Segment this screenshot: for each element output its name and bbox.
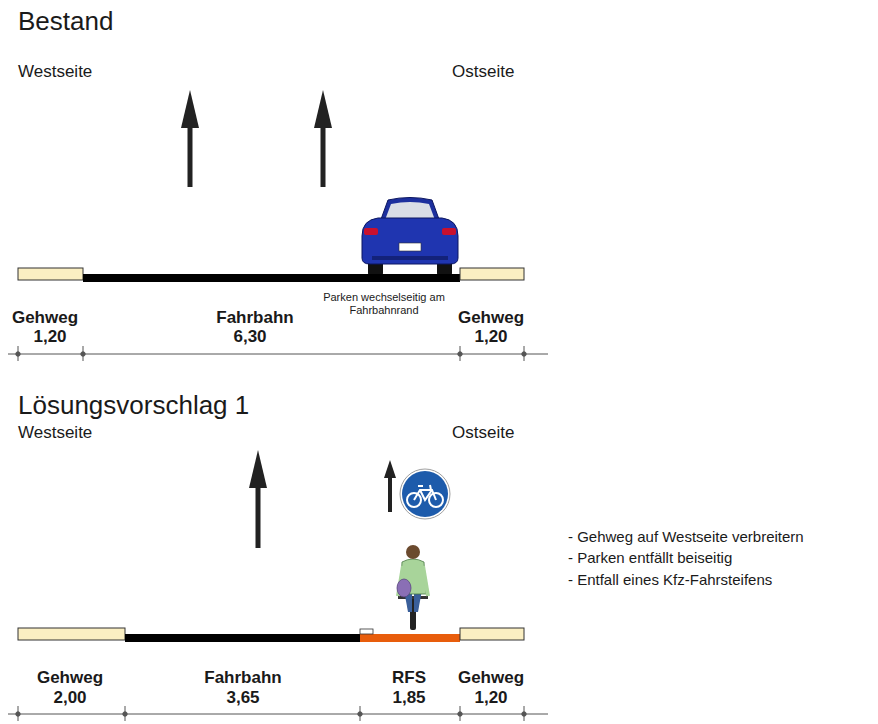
dimension-line-part <box>358 712 362 716</box>
zone-name: Gehweg <box>458 308 524 328</box>
measure-note: - Parken entfällt beiseitig <box>568 549 732 566</box>
zone-name: Gehweg <box>37 668 103 688</box>
traffic-arrow-part <box>321 126 326 187</box>
bicycle-lane-sign-part-part <box>420 490 432 500</box>
dimension-line-part <box>123 712 127 716</box>
cross-section-ground-part <box>83 274 460 282</box>
traffic-arrow <box>181 90 332 187</box>
traffic-arrow-part <box>314 90 332 128</box>
cross-section-ground-part <box>18 628 125 640</box>
dimension: 1,85 <box>392 688 425 708</box>
dimension-line-part <box>81 352 85 356</box>
parked-car-part <box>364 228 378 235</box>
dimension-line <box>8 706 548 721</box>
parking-note: Parken wechselseitig am Fahrbahnrand <box>314 291 454 316</box>
dimension: 1,20 <box>33 327 66 347</box>
cyclist-figure <box>397 545 428 630</box>
bicycle-lane-sign-part <box>400 469 450 519</box>
traffic-arrow <box>249 450 396 548</box>
traffic-arrow-part <box>388 476 392 512</box>
traffic-arrow-part <box>188 126 193 187</box>
parked-car-part <box>385 202 435 220</box>
parked-car-part <box>362 218 458 264</box>
dimension-line-part <box>522 712 526 716</box>
bicycle-lane-sign-part-part <box>430 485 431 490</box>
traffic-arrow-part <box>249 450 267 488</box>
cross-section-ground-part <box>460 628 524 640</box>
zone-name: RFS <box>392 668 426 688</box>
dimension-line-part <box>16 712 20 716</box>
traffic-arrow-part <box>384 460 396 478</box>
bicycle-lane-sign <box>400 469 450 519</box>
zone-name: Gehweg <box>458 668 524 688</box>
cross-section-ground-part <box>18 268 83 280</box>
zone-name: Fahrbahn <box>216 308 293 328</box>
cross-section-ground-part <box>360 629 373 634</box>
dimension-line-part <box>8 714 548 715</box>
cross-section-ground <box>18 268 524 282</box>
cross-section-ground-part <box>460 268 524 280</box>
traffic-arrow-part <box>181 90 199 128</box>
cross-section-ground-part <box>125 634 360 642</box>
zone-name: Fahrbahn <box>204 668 281 688</box>
dimension: 1,20 <box>474 327 507 347</box>
bicycle-lane-sign-part <box>402 471 448 517</box>
dimension: 3,65 <box>226 688 259 708</box>
measure-note: - Gehweg auf Westseite verbreitern <box>568 528 804 545</box>
dimension: 6,30 <box>233 327 266 347</box>
dimension-line <box>8 346 548 361</box>
side-label: Ostseite <box>452 62 514 82</box>
bicycle-lane-sign-part-part <box>418 485 423 487</box>
dimension-line-part <box>458 352 462 356</box>
dimension: 1,20 <box>474 688 507 708</box>
cyclist-figure-part <box>423 566 428 596</box>
bicycle-lane-sign-part <box>407 485 443 507</box>
section-heading: Lösungsvorschlag 1 <box>18 391 249 421</box>
cyclist-figure-part <box>406 545 420 559</box>
cross-section-ground <box>18 628 524 642</box>
cyclist-figure-part <box>397 579 411 597</box>
parked-car-part <box>399 243 421 251</box>
parked-car-part <box>442 228 456 235</box>
cross-section-ground-part <box>360 634 460 642</box>
dimension-line-part <box>16 352 20 356</box>
side-label: Ostseite <box>452 423 514 443</box>
dimension-line-part <box>522 352 526 356</box>
measure-note: - Entfall eines Kfz-Fahrsteifens <box>568 571 772 588</box>
zone-name: Gehweg <box>12 308 78 328</box>
side-label: Westseite <box>18 423 92 443</box>
dimension-line-part <box>458 712 462 716</box>
bicycle-lane-sign-part-part <box>414 490 436 500</box>
parked-car-part <box>372 256 448 260</box>
side-label: Westseite <box>18 62 92 82</box>
parked-car <box>362 198 458 277</box>
section-heading: Bestand <box>18 7 113 37</box>
traffic-arrow-part <box>256 486 261 548</box>
dimension-line-part <box>8 354 548 355</box>
dimension: 2,00 <box>53 688 86 708</box>
